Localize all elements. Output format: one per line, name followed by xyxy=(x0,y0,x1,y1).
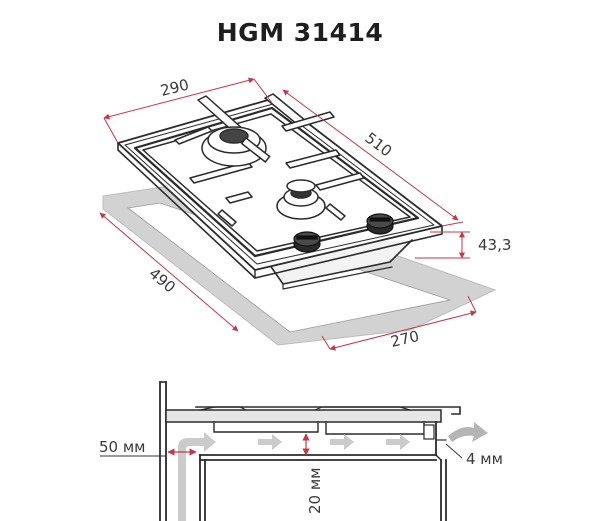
dim-label-cutout-depth: 490 xyxy=(145,264,179,296)
airflow-arrow-out xyxy=(448,422,488,442)
model-title: HGM 31414 xyxy=(216,18,384,47)
gap-label-front: 4 мм xyxy=(466,450,503,468)
airflow-arrow-3 xyxy=(386,434,410,450)
dimension-lines xyxy=(99,77,477,351)
airflow-arrow-up xyxy=(178,432,216,521)
installation-section xyxy=(159,381,461,521)
gap-label-below: 20 мм xyxy=(306,468,324,515)
gap-label-side: 50 мм xyxy=(99,438,146,456)
control-knob-left xyxy=(293,231,321,253)
dim-label-top-depth: 510 xyxy=(362,129,396,161)
control-knob-right xyxy=(366,213,394,235)
airflow-arrow-2 xyxy=(330,434,354,450)
burner-large xyxy=(201,126,271,167)
dim-label-cutout-width: 270 xyxy=(389,327,421,351)
dim-label-height: 43,3 xyxy=(478,236,511,254)
gap-markers xyxy=(167,433,310,456)
airflow-arrows xyxy=(178,422,488,521)
airflow-arrow-1 xyxy=(258,434,282,450)
